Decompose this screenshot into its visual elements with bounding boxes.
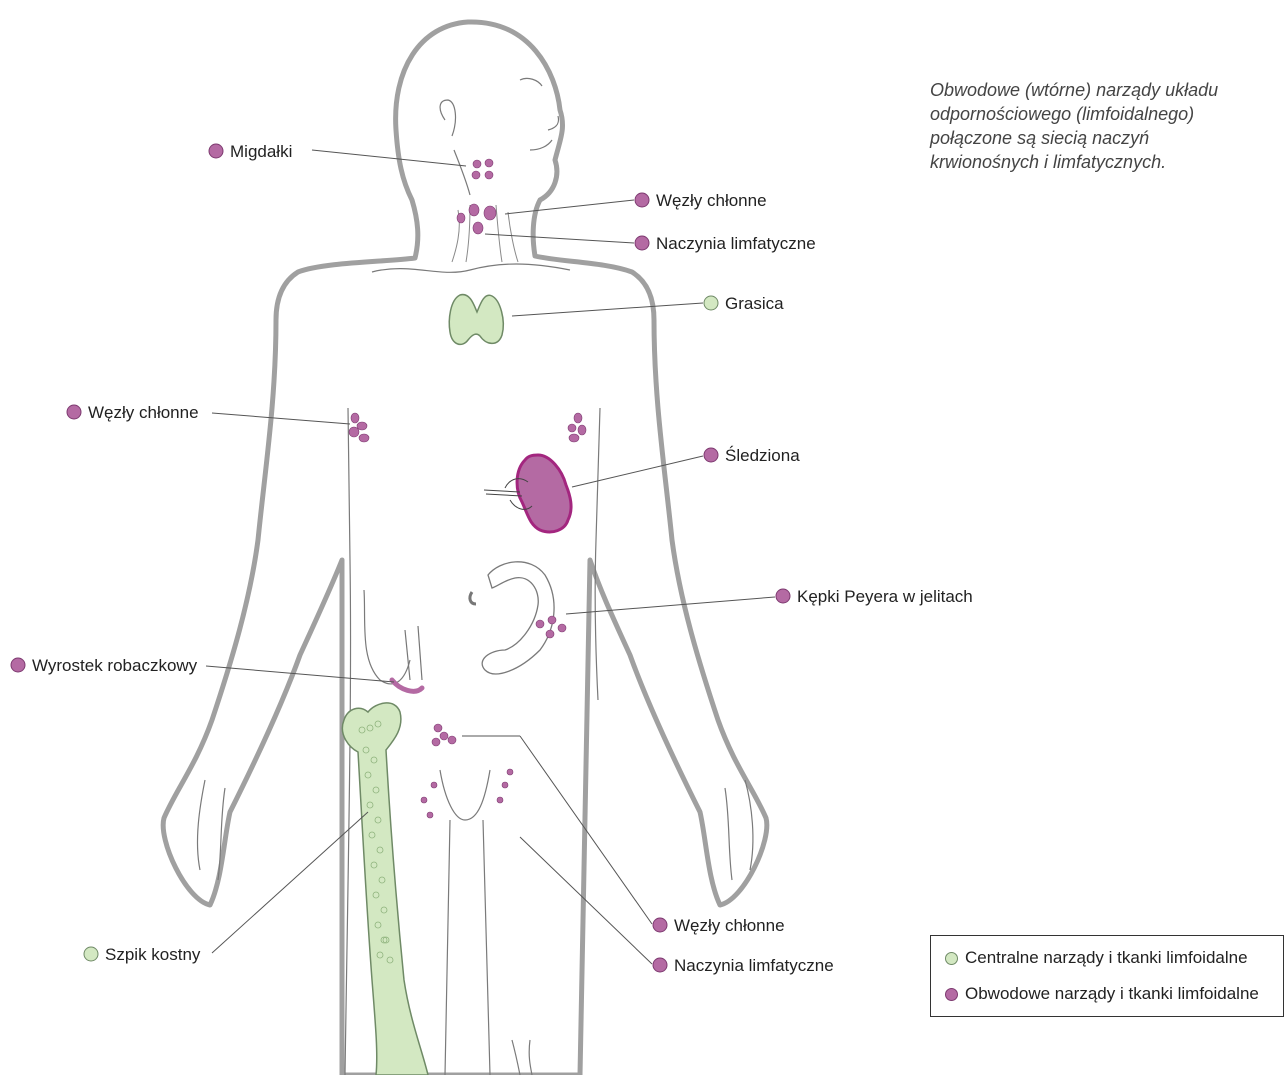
marker-neck-nodes [635, 193, 649, 207]
label-peyer: Kępki Peyera w jelitach [797, 587, 973, 606]
label-groin-nodes: Węzły chłonne [674, 916, 785, 935]
marker-tonsils [209, 144, 223, 158]
marker-groin-nodes [653, 918, 667, 932]
caption-line: krwionośnych i limfatycznych. [930, 150, 1286, 174]
marker-axillary-nodes [67, 405, 81, 419]
label-bone-marrow: Szpik kostny [105, 945, 201, 964]
label-neck-vessels: Naczynia limfatyczne [656, 234, 816, 253]
legend-item-peripheral: Obwodowe narządy i tkanki limfoidalne [945, 984, 1259, 1004]
legend-item-central: Centralne narządy i tkanki limfoidalne [945, 948, 1248, 968]
caption-line: Obwodowe (wtórne) narządy układu [930, 78, 1286, 102]
label-neck-nodes: Węzły chłonne [656, 191, 767, 210]
label-groin-vessels: Naczynia limfatyczne [674, 956, 834, 975]
marker-appendix [11, 658, 25, 672]
label-thymus: Grasica [725, 294, 784, 313]
marker-thymus [704, 296, 718, 310]
label-axillary-nodes: Węzły chłonne [88, 403, 199, 422]
legend-label-central: Centralne narządy i tkanki limfoidalne [965, 948, 1248, 968]
caption-note: Obwodowe (wtórne) narządy układu odporno… [930, 78, 1286, 174]
legend: Centralne narządy i tkanki limfoidalne O… [930, 935, 1284, 1017]
legend-dot-central-icon [945, 952, 958, 965]
marker-bone-marrow [84, 947, 98, 961]
marker-neck-vessels [635, 236, 649, 250]
label-appendix: Wyrostek robaczkowy [32, 656, 198, 675]
label-tonsils: Migdałki [230, 142, 292, 161]
label-spleen: Śledziona [725, 446, 800, 465]
caption-line: odpornościowego (limfoidalnego) [930, 102, 1286, 126]
marker-spleen [704, 448, 718, 462]
legend-label-peripheral: Obwodowe narządy i tkanki limfoidalne [965, 984, 1259, 1004]
marker-peyer [776, 589, 790, 603]
marker-groin-vessels [653, 958, 667, 972]
legend-dot-peripheral-icon [945, 988, 958, 1001]
caption-line: połączone są siecią naczyń [930, 126, 1286, 150]
